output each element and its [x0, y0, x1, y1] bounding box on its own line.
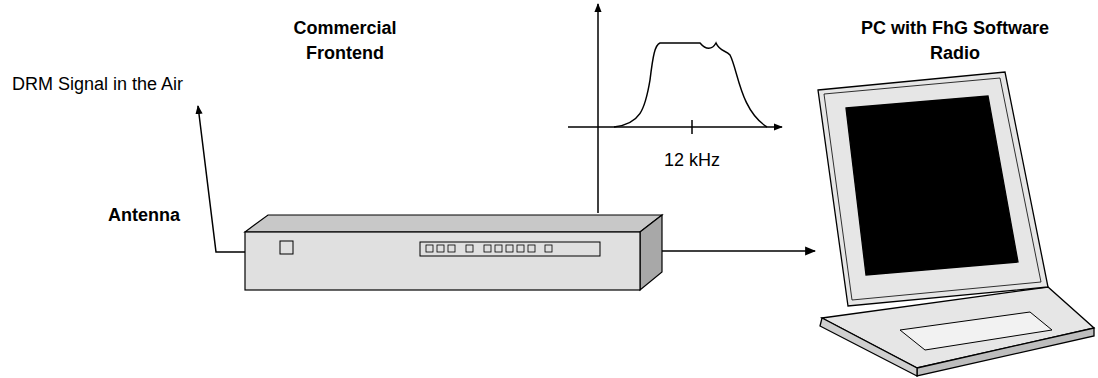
- signal-label: DRM Signal in the Air: [12, 73, 183, 95]
- antenna-line: [198, 106, 245, 252]
- frontend-node: Commercial Frontend: [245, 10, 662, 292]
- spectrum-plot: [568, 4, 782, 213]
- frontend-device: [245, 215, 662, 290]
- pc-node: PC with FhG Software Radio: [815, 10, 1095, 375]
- laptop-illustration: [818, 72, 1094, 376]
- signal-arrow: [662, 250, 815, 252]
- frequency-label: 12 kHz: [642, 149, 742, 171]
- node-heading: Commercial Frontend: [285, 16, 405, 66]
- part-label: Antenna: [108, 204, 180, 226]
- node-heading: PC with FhG Software Radio: [850, 16, 1060, 66]
